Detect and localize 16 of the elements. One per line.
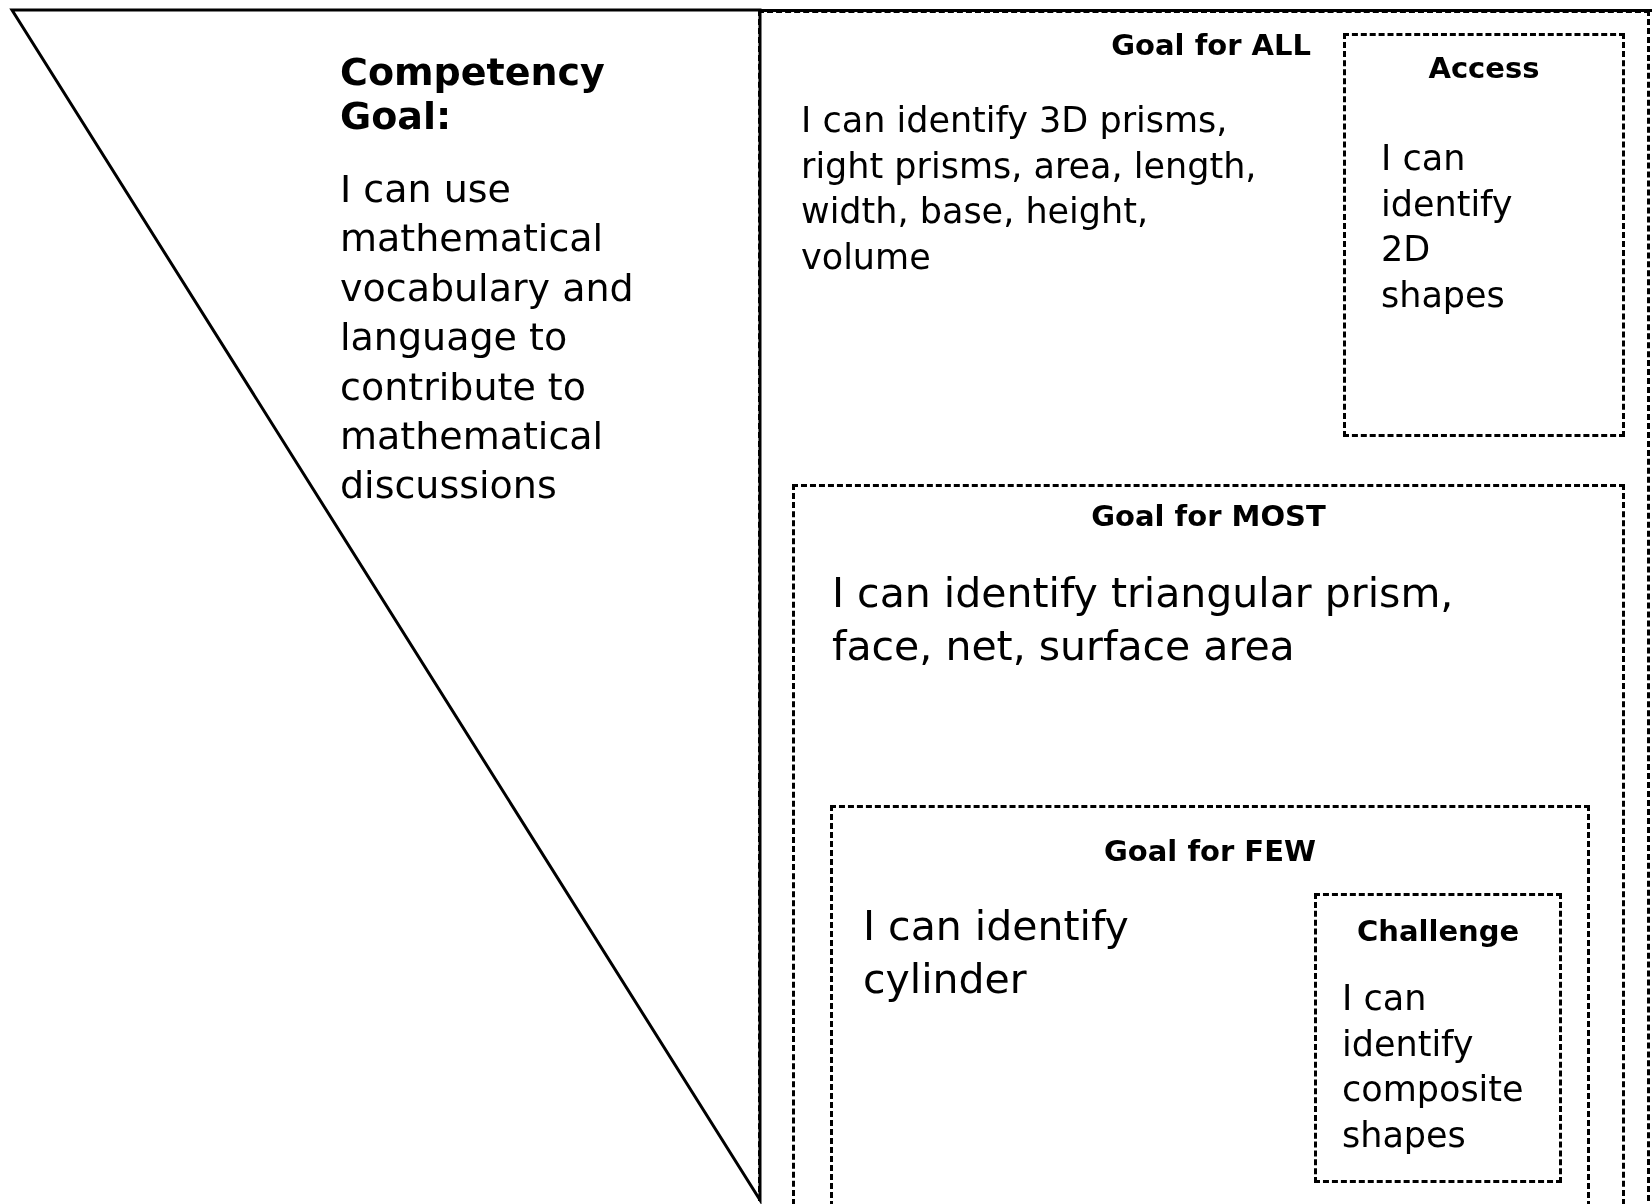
goal-text: I can identify 3D prisms, right prisms, area, length, width, base, height, volume [801,99,1258,279]
dashed-box [830,805,1590,1204]
box-heading: Access [1427,51,1541,85]
dashed-box [1343,33,1625,437]
goal-text: I can identify cylinder [863,901,1130,1006]
box-heading: Goal for ALL [1110,28,1311,62]
box-heading: Challenge [1357,914,1521,948]
dashed-box [792,484,1625,1204]
box-heading: Goal for FEW [1103,834,1317,868]
dashed-box [1314,893,1562,1183]
goal-text: I can identify triangular prism, face, net, surface area [832,568,1455,673]
goal-text: I can identify composite shapes [1342,977,1525,1157]
box-heading: Goal for MOST [1090,499,1327,533]
goal-text: I can use mathematical vocabulary and language to contribute to mathematical discussions [340,166,635,510]
box-heading: Competency Goal: [340,50,606,138]
goal-text: I can identify 2D shapes [1381,137,1514,317]
